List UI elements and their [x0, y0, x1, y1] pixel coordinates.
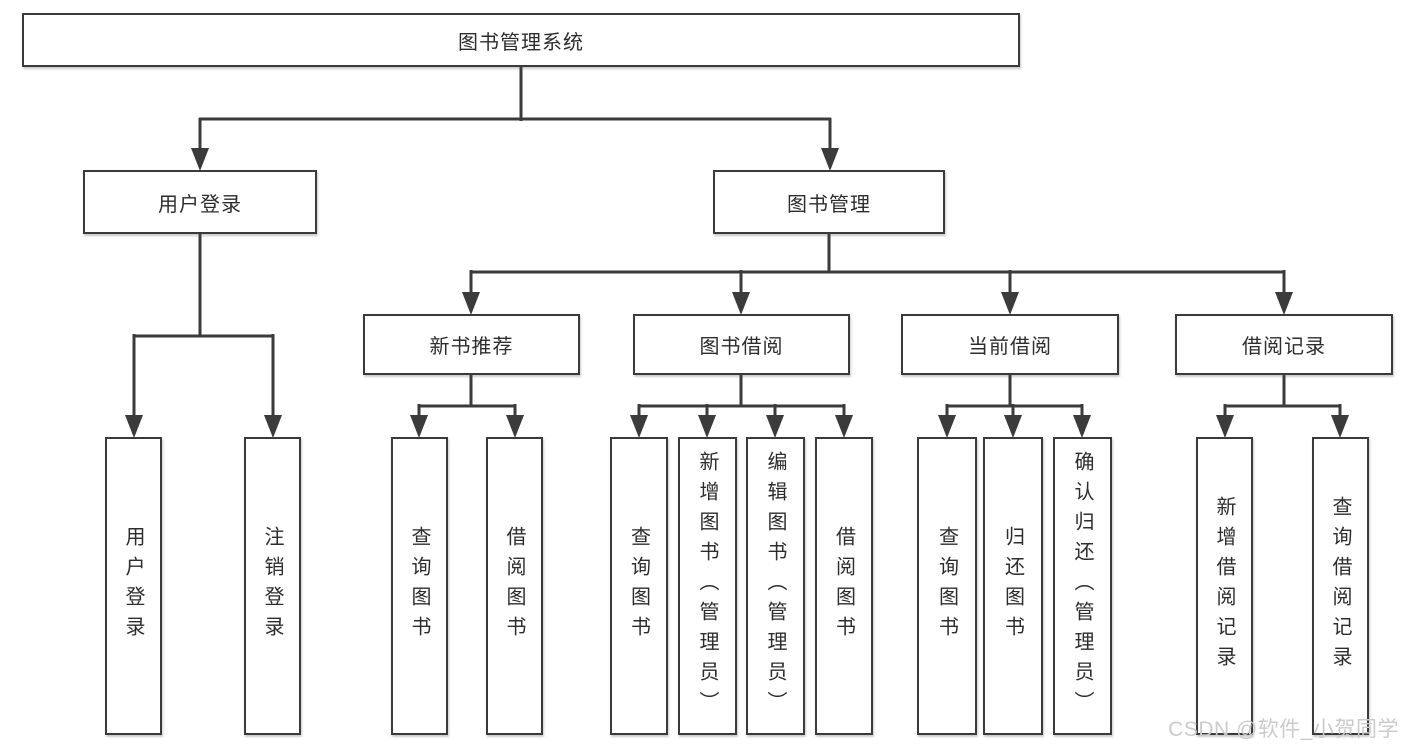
leaf-query-borrow-record: 查询借阅记录 — [1312, 437, 1369, 735]
node-user-login: 用户登录 — [83, 170, 317, 234]
node-current-borrowing: 当前借阅 — [901, 314, 1119, 375]
node-borrowing-records: 借阅记录 — [1175, 314, 1393, 375]
watermark: CSDN @软件_小贺同学 — [1168, 718, 1399, 741]
leaf-query-book-current: 查询图书 — [917, 437, 977, 735]
leaf-confirm-return-admin: 确认归还（管理员） — [1053, 437, 1112, 735]
leaf-logout: 注销登录 — [244, 437, 301, 735]
leaf-borrow-book-borrowing: 借阅图书 — [815, 437, 873, 735]
leaf-query-book-recommend: 查询图书 — [391, 437, 448, 735]
leaf-borrow-book-recommend: 借阅图书 — [486, 437, 543, 735]
leaf-add-book-admin: 新增图书（管理员） — [678, 437, 737, 735]
leaf-user-login: 用户登录 — [105, 437, 162, 735]
leaf-edit-book-admin: 编辑图书（管理员） — [746, 437, 805, 735]
arrowhead-icons — [125, 148, 1349, 438]
node-library-management-system: 图书管理系统 — [22, 13, 1020, 67]
leaf-return-book: 归还图书 — [983, 437, 1043, 735]
node-new-book-recommendation: 新书推荐 — [363, 314, 580, 375]
leaf-add-borrow-record: 新增借阅记录 — [1196, 437, 1253, 735]
leaf-query-book-borrowing: 查询图书 — [610, 437, 668, 735]
node-book-management: 图书管理 — [713, 170, 945, 234]
node-book-borrowing: 图书借阅 — [633, 314, 850, 375]
